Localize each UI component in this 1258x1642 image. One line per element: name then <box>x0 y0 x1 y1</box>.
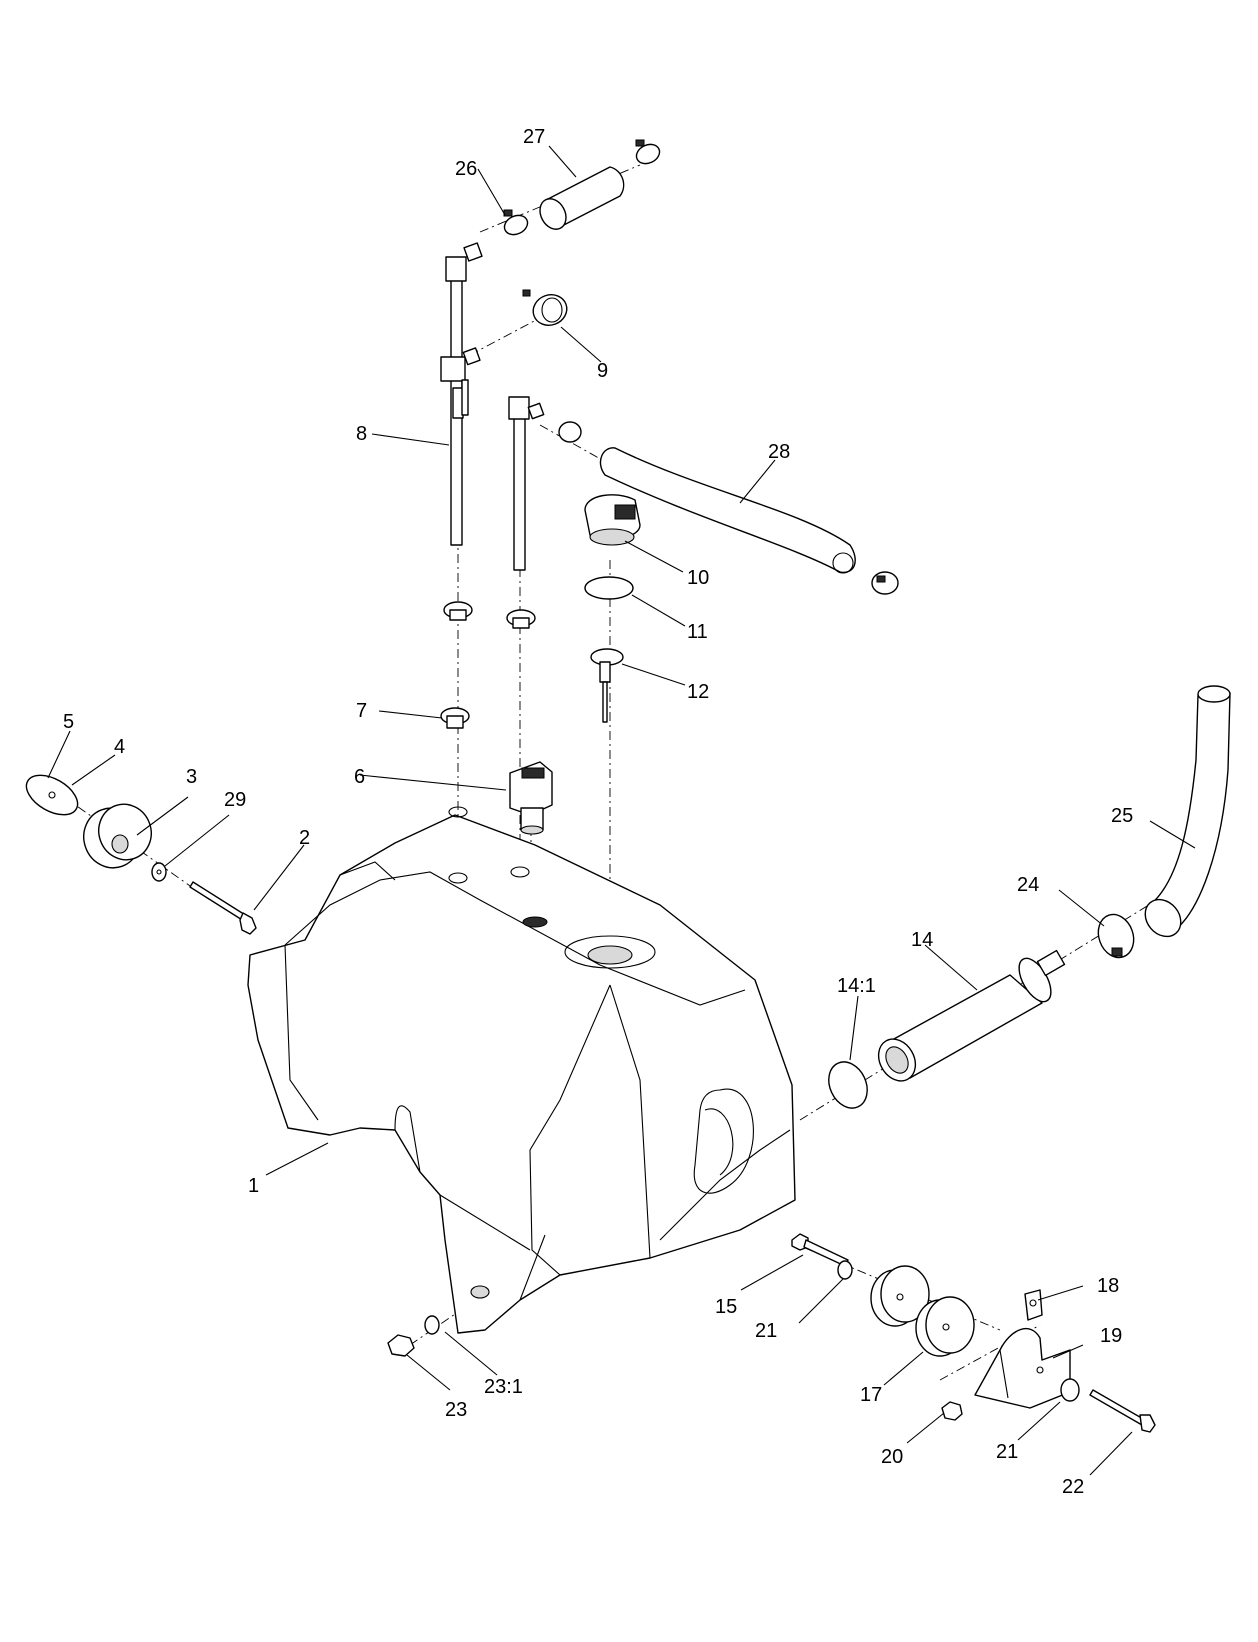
washer-4 <box>25 774 79 816</box>
callout-23: 23 <box>445 1399 467 1421</box>
clamp-27-end <box>635 139 661 165</box>
callout-1: 1 <box>248 1175 259 1197</box>
callout-10: 10 <box>687 567 709 589</box>
grommet-7 <box>440 707 470 729</box>
callout-25: 25 <box>1111 805 1133 827</box>
sender-12 <box>590 648 624 723</box>
clamp-9 <box>522 289 568 326</box>
callout-21-lower: 21 <box>996 1441 1018 1463</box>
o-ring-14-1 <box>828 1061 868 1109</box>
bolt-2 <box>189 881 257 935</box>
callout-4: 4 <box>114 736 125 758</box>
callout-9: 9 <box>597 360 608 382</box>
upper-tube-assembly <box>440 139 661 571</box>
right-fill-assembly <box>828 685 1231 1109</box>
callout-29: 29 <box>224 789 246 811</box>
hose-27 <box>539 166 625 230</box>
callout-28: 28 <box>768 441 790 463</box>
fuel-cap-10 <box>584 494 641 546</box>
washer-21-lower <box>1060 1378 1080 1402</box>
clamp-26 <box>503 209 529 236</box>
right-mount-hardware <box>791 1233 1156 1433</box>
left-mount-hardware <box>25 774 257 935</box>
return-hose-28 <box>558 421 899 595</box>
grommet-upper-right <box>506 609 536 629</box>
clamp-24 <box>1097 913 1135 959</box>
fuel-tank <box>247 806 796 1334</box>
isolator-17-b <box>915 1296 975 1357</box>
gasket-11 <box>584 576 634 600</box>
callout-5: 5 <box>63 711 74 733</box>
callout-15: 15 <box>715 1296 737 1318</box>
nut-20 <box>941 1401 963 1421</box>
isolator-3 <box>83 803 152 869</box>
drain-plug-23 <box>387 1315 440 1357</box>
isolator-17-a <box>870 1265 930 1327</box>
callout-23-1: 23:1 <box>484 1376 523 1398</box>
callout-20: 20 <box>881 1446 903 1468</box>
callout-3: 3 <box>186 766 197 788</box>
callouts: 1 2 3 4 5 6 7 8 9 10 11 12 14 14:1 15 17… <box>63 126 1133 1498</box>
bolt-22 <box>1089 1389 1156 1433</box>
callout-6: 6 <box>354 766 365 788</box>
hose-25 <box>1144 685 1231 938</box>
grommets <box>440 601 536 729</box>
clip-18 <box>1024 1289 1043 1321</box>
callout-27: 27 <box>523 126 545 148</box>
grommet-upper-left <box>443 601 473 621</box>
washer-29 <box>151 862 167 882</box>
callout-8: 8 <box>356 423 367 445</box>
filler-neck-14 <box>877 949 1066 1082</box>
clamp-28-end <box>871 571 899 595</box>
bracket-19 <box>974 1327 1071 1409</box>
fuel-tube-8 <box>440 242 483 546</box>
bolt-15 <box>791 1233 849 1267</box>
washer-21-upper <box>837 1260 853 1280</box>
callout-17: 17 <box>860 1384 882 1406</box>
callout-12: 12 <box>687 681 709 703</box>
callout-24: 24 <box>1017 874 1039 896</box>
callout-19: 19 <box>1100 1325 1122 1347</box>
vent-valve-6 <box>509 761 553 835</box>
leader-lines <box>47 145 1196 1476</box>
callout-26: 26 <box>455 158 477 180</box>
callout-2: 2 <box>299 827 310 849</box>
callout-7: 7 <box>356 700 367 722</box>
callout-14-1: 14:1 <box>837 975 876 997</box>
callout-21-upper: 21 <box>755 1320 777 1342</box>
callout-14: 14 <box>911 929 933 951</box>
callout-11: 11 <box>687 621 708 643</box>
callout-18: 18 <box>1097 1275 1119 1297</box>
callout-22: 22 <box>1062 1476 1084 1498</box>
fuel-tube-right <box>508 396 545 571</box>
